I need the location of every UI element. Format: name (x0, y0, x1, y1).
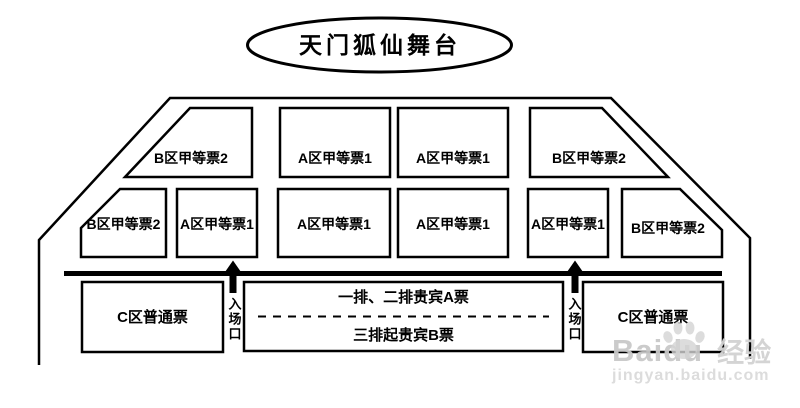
entrance-label-left: 入场口 (226, 296, 242, 342)
seat-shape-row2-a1 (175, 187, 259, 259)
seat-label-row1-a1: A区甲等票1 (298, 150, 372, 166)
seat-label-row2-a1: A区甲等票1 (180, 216, 254, 232)
seat-shape-row1-b-left (122, 106, 254, 179)
seat-label-row1-a2: A区甲等票1 (416, 150, 490, 166)
stage-title: 天门狐仙舞台 (299, 31, 461, 58)
entrance-label-right: 入场口 (566, 296, 582, 342)
seat-label-c-left: C区普通票 (117, 308, 188, 326)
seat-shape-row2-a2 (276, 187, 392, 259)
seat-label-c-right: C区普通票 (617, 308, 689, 326)
venue-outline (37, 96, 752, 365)
seat-shape-row1-b-right (528, 106, 671, 179)
vip-label-rows-3plus: 三排起贵宾B票 (353, 326, 454, 344)
seat-shape-row2-a3 (396, 187, 510, 259)
seat-shape-row2-b-left (79, 187, 168, 259)
seat-label-row1-b-right: B区甲等票2 (552, 150, 626, 166)
watermark-suffix: 经验 (717, 338, 772, 368)
baidu-paw-icon (663, 321, 705, 359)
seat-label-row1-b-left: B区甲等票2 (154, 150, 228, 166)
seat-shape-vip (242, 280, 565, 353)
arrow-up-icon-right (567, 260, 583, 293)
seat-shape-c-left (80, 280, 225, 354)
seat-label-row2-a4: A区甲等票1 (531, 216, 605, 232)
vip-label-rows-1-2: 一排、二排贵宾A票 (338, 288, 469, 306)
seat-shape-row2-b-right (620, 187, 724, 259)
seat-label-row2-b-right: B区甲等票2 (631, 220, 705, 236)
seat-shape-row1-a1 (278, 106, 392, 179)
seat-shape-row2-a4 (526, 187, 610, 259)
seat-label-row2-a3: A区甲等票1 (416, 216, 490, 232)
seat-shape-row1-a2 (396, 106, 510, 179)
arrow-up-icon-left (225, 260, 241, 293)
watermark-url: jingyan.baidu.com (612, 367, 770, 384)
seat-label-row2-a2: A区甲等票1 (297, 216, 371, 232)
stage-ellipse (246, 16, 513, 74)
seat-label-row2-b-left: B区甲等票2 (86, 216, 161, 232)
